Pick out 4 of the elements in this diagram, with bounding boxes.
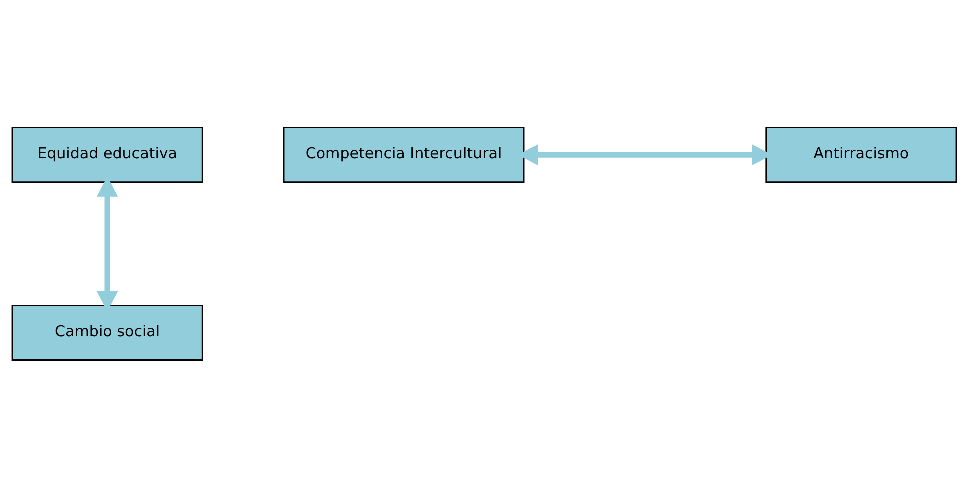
node-box: Equidad educativa bbox=[12, 127, 204, 184]
node-box: Competencia Intercultural bbox=[283, 127, 525, 184]
node-box: Cambio social bbox=[12, 304, 204, 361]
node-box: Antirracismo bbox=[766, 127, 958, 184]
